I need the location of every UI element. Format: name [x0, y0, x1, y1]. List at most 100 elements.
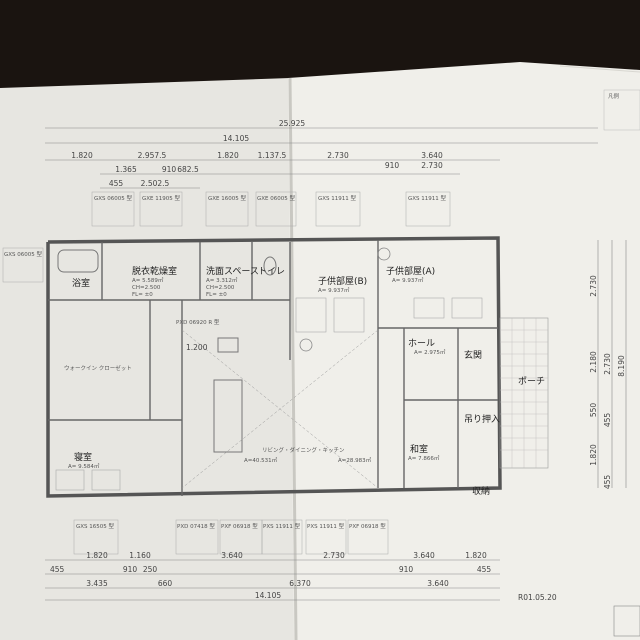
dim-bottom: 455: [50, 565, 65, 574]
dim-top: 2.502.5: [141, 179, 170, 188]
dim-bottom-total: 14.105: [255, 591, 281, 600]
fl-wash-space: FL= ±0: [206, 292, 227, 298]
desk-icon: [333, 297, 365, 333]
room-walk-in: ウォークイン クローゼット: [64, 364, 132, 372]
room-ldk: リビング・ダイニング・キッチン: [262, 446, 345, 454]
window-label: PXF 06918 型: [349, 522, 386, 530]
room-dressing: 脱衣乾燥室: [132, 265, 177, 277]
desk-icon: [451, 297, 483, 319]
window-label: GXE 06005 型: [257, 194, 295, 202]
right-dimensions: 2.730 2.180 2.730 8.190 550 455 1.820 45…: [589, 240, 627, 490]
window-label: PXF 06918 型: [221, 522, 258, 530]
toilet-icon: [263, 256, 277, 276]
desk-icon: [413, 297, 445, 319]
area-hall: A= 2.975㎡: [414, 348, 446, 356]
dim-top: 3.640: [421, 151, 443, 160]
window-label: GXE 16005 型: [208, 194, 246, 202]
area-washitsu: A= 7.866㎡: [408, 454, 440, 462]
dim-right: 2.730: [589, 275, 598, 297]
dim-bottom: 910: [399, 565, 414, 574]
building-outline: [46, 236, 502, 498]
window-label: GXS 11911 型: [408, 194, 447, 202]
window-label: PXD 07418 型: [177, 522, 215, 530]
title-block: [613, 605, 640, 637]
room-kids-b: 子供部屋(B): [318, 275, 367, 287]
plant-icon: [377, 247, 391, 261]
dim-bottom: 1.160: [129, 551, 151, 560]
area-dressing: A= 5.589㎡: [132, 276, 164, 284]
dim-right: 1.820: [589, 444, 598, 466]
area-bedroom: A= 9.584㎡: [68, 462, 100, 470]
dim-bottom: 3.640: [413, 551, 435, 560]
dim-top: 2.730: [327, 151, 349, 160]
dim-right: 8.190: [617, 355, 626, 377]
window-label: GXS 16505 型: [76, 522, 115, 530]
window-label: GXS 06005 型: [94, 194, 133, 202]
area-ldk-a: A=40.531㎡: [244, 456, 278, 464]
pantry-label: PXD 06920 R 型: [176, 318, 220, 326]
room-toilet: トイレ: [258, 267, 285, 277]
top-dimensions: 25.925 14.105 1.820 2.957.5 1.820 1.137.…: [45, 119, 598, 189]
dim-top: 910: [162, 165, 177, 174]
porch-area: [499, 317, 549, 469]
room-bedroom: 寝室: [74, 451, 92, 463]
room-closet: 吊り押入: [464, 413, 500, 425]
dim-right: 2.730: [603, 353, 612, 375]
stove-icon: [217, 337, 239, 353]
dim-right: 2.180: [589, 351, 598, 373]
dim-top: 2.730: [421, 161, 443, 170]
kitchen-island: [213, 379, 243, 453]
dim-bottom: 455: [477, 565, 492, 574]
dim-bottom: 3.640: [427, 579, 449, 588]
dim-top-total-2: 14.105: [223, 134, 249, 143]
paper-left-sheet: [0, 78, 296, 640]
ch-wash-space: CH=2.500: [206, 285, 235, 291]
room-kids-a: 子供部屋(A): [386, 265, 435, 277]
dim-bottom: 250: [143, 565, 158, 574]
dim-bottom: 6.370: [289, 579, 311, 588]
bathtub-icon: [57, 249, 99, 273]
room-labels: 浴室 脱衣乾燥室 A= 5.589㎡ CH=2.500 FL= ±0 洗面スペー…: [64, 265, 545, 497]
dim-top: 1.820: [71, 151, 93, 160]
dim-bottom: 1.820: [86, 551, 108, 560]
date-stamp: R01.05.20: [518, 593, 557, 602]
dim-top: 910: [385, 161, 400, 170]
dim-top: 455: [109, 179, 124, 188]
dim-top: 1.137.5: [258, 151, 287, 160]
dim-top: 2.957.5: [138, 151, 167, 160]
area-kids-a: A= 9.937㎡: [392, 276, 424, 284]
dim-top-total: 25.925: [279, 119, 305, 128]
area-ldk-b: A=28.983㎡: [338, 456, 372, 464]
dim-top: 1.365: [115, 165, 137, 174]
window-specs-bottom: GXS 16505 型 PXD 07418 型 PXF 06918 型 PXS …: [73, 519, 389, 555]
area-kids-b: A= 9.937㎡: [318, 286, 350, 294]
window-specs-top: GXS 06005 型 GXE 11905 型 GXE 16005 型 GXE …: [2, 191, 451, 283]
room-storage-in: 収納: [472, 485, 490, 497]
room-entrance: 玄関: [464, 349, 482, 361]
desk-icon: [295, 297, 327, 333]
legend: 凡例: [603, 89, 640, 131]
dim-bottom: 3.435: [86, 579, 108, 588]
dim-right: 455: [603, 413, 612, 428]
room-bath: 浴室: [72, 277, 90, 289]
room-wash-space: 洗面スペース: [206, 265, 259, 277]
dim-bottom: 3.640: [221, 551, 243, 560]
plant-icon: [299, 338, 313, 352]
dim-bottom: 910: [123, 565, 138, 574]
legend-title: 凡例: [608, 92, 620, 100]
bed-icon: [55, 469, 85, 491]
ch-dressing: CH=2.500: [132, 285, 161, 291]
room-hall: ホール: [408, 338, 435, 349]
paper-right-sheet: [288, 62, 640, 640]
window-label: PXS 11911 型: [263, 522, 301, 530]
window-label: GXE 11905 型: [142, 194, 180, 202]
dim-right: 455: [603, 475, 612, 490]
window-label: PXS 11911 型: [307, 522, 345, 530]
dim-right: 550: [589, 403, 598, 418]
dim-left: 1.200: [186, 343, 208, 352]
dim-top: 682.5: [177, 165, 199, 174]
fl-dressing: FL= ±0: [132, 292, 153, 298]
dim-bottom: 1.820: [465, 551, 487, 560]
window-label: GXS 06005 型: [4, 250, 43, 258]
